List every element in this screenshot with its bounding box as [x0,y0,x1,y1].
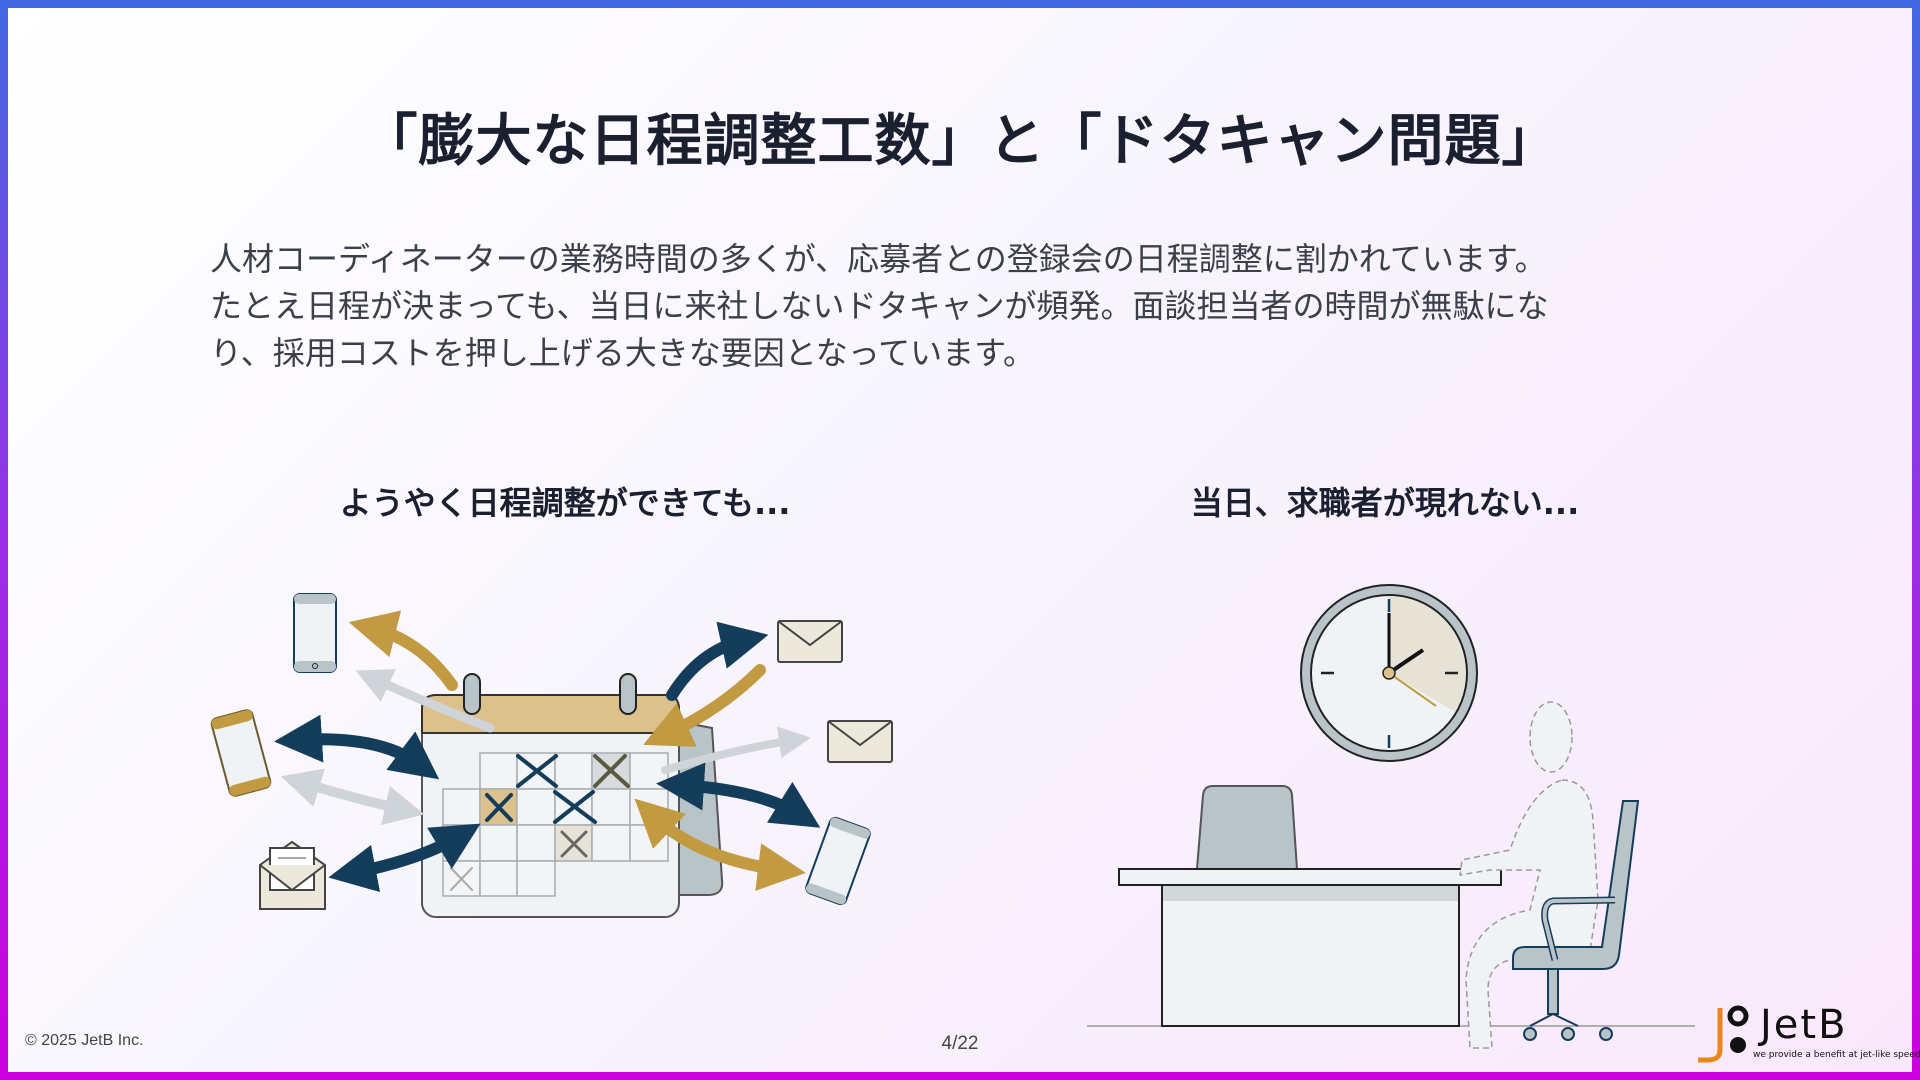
absent-person-icon [1459,701,1599,1049]
logo-name: JetB [1760,1002,1848,1048]
logo-tagline: we provide a benefit at jet-like speed [1753,1050,1920,1060]
slide-description: 人材コーディネーターの業務時間の多くが、応募者との登録会の日程調整に割かれていま… [210,236,1710,377]
description-line: たとえ日程が決まっても、当日に来社しないドタキャンが頻発。面談担当者の時間が無駄… [210,287,1549,325]
jetb-logo: JetB we provide a benefit at jet-like sp… [1690,998,1920,1068]
envelope-icon [259,840,326,910]
office-chair-icon [1512,800,1640,1041]
clock-icon [1300,584,1478,762]
arrow-icon [274,610,821,893]
logo-mark-icon [1698,1005,1749,1063]
description-line: り、採用コストを押し上げる大きな要因となっています。 [210,334,1035,372]
calendar-icon [421,673,724,918]
smartphone-icon [293,593,337,673]
description-line: 人材コーディネーターの業務時間の多くが、応募者との登録会の日程調整に割かれていま… [210,240,1547,278]
desk-icon [1118,785,1502,1027]
slide-title: 「膨大な日程調整工数」と「ドタキャン問題」 [361,109,1559,174]
envelope-icon [777,620,893,763]
copyright: © 2025 JetB Inc. [25,1032,144,1049]
smartphone-icon [210,709,272,797]
right-heading: 当日、求職者が現れない... [1190,484,1580,522]
slide: 「膨大な日程調整工数」と「ドタキャン問題」 人材コーディネーターの業務時間の多く… [8,8,1920,1072]
page-number: 4/22 [941,1033,979,1054]
smartphone-icon [805,816,871,906]
left-heading: ようやく日程調整ができても... [339,484,791,522]
